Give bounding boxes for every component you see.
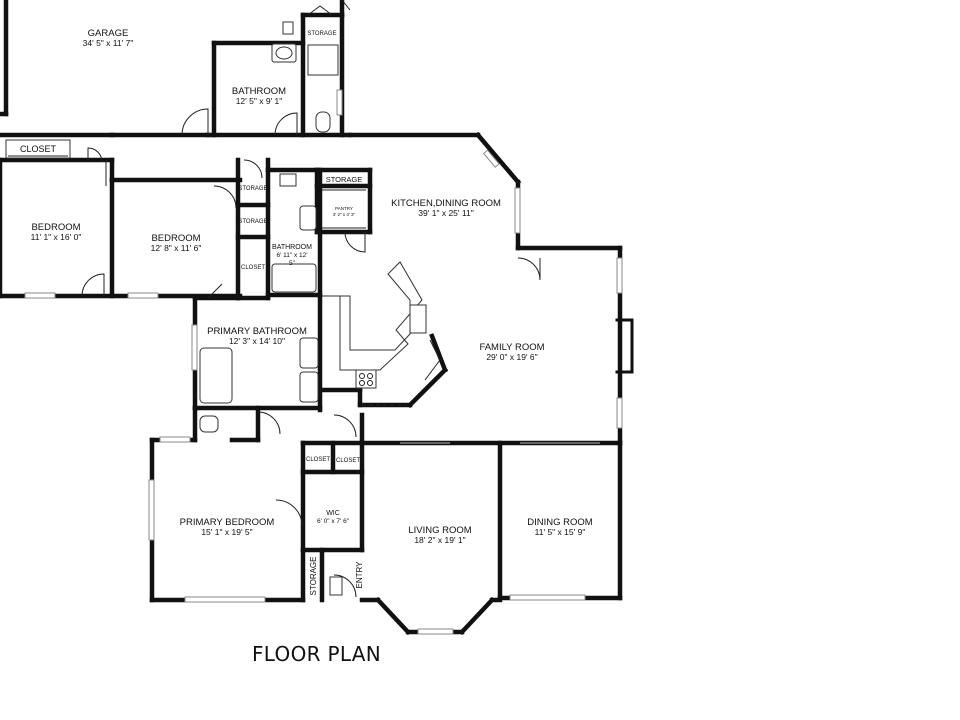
bathroom-upper-name: BATHROOM [232, 86, 286, 97]
living-room-dims: 18' 2" x 19' 1" [414, 535, 465, 545]
primary-bedroom-name: PRIMARY BEDROOM [180, 517, 275, 528]
bathroom-mid-dims-1: 6' 11" x 12' [276, 252, 307, 259]
wic-dims: 6' 0" x 7' 6" [317, 518, 350, 525]
primary-bathroom-dims: 12' 3" x 14' 10" [229, 336, 285, 346]
closet-b-label: CLOSET [336, 458, 360, 464]
fixtures [5, 21, 600, 596]
family-room-name: FAMILY ROOM [479, 342, 544, 353]
family-room-dims: 29' 0" x 19' 6" [486, 352, 537, 362]
closet-a-label: CLOSET [306, 457, 330, 463]
windows [24, 89, 623, 635]
primary-bedroom-dims: 15' 1" x 19' 5" [201, 527, 252, 537]
storage-a-label: STORAGE [238, 186, 267, 192]
kitchen-dining-name: KITCHEN,DINING ROOM [391, 198, 501, 209]
closet-left-label: CLOSET [20, 144, 57, 154]
bathroom-mid-dims-2: 5" [289, 260, 296, 267]
bathroom-mid-name: BATHROOM [272, 244, 312, 251]
dining-room-dims: 11' 5" x 15' 9" [535, 527, 586, 537]
pantry-name: PANTRY [335, 206, 353, 211]
dining-room-name: DINING ROOM [527, 517, 593, 528]
bedroom-mid-dims: 12' 8" x 11' 6" [151, 243, 202, 253]
bedroom-mid-name: BEDROOM [151, 233, 200, 244]
primary-bathroom-name: PRIMARY BATHROOM [207, 326, 307, 337]
storage-entry-label: STORAGE [309, 557, 318, 596]
bedroom-left-name: BEDROOM [31, 222, 80, 233]
garage-name: GARAGE [88, 28, 129, 39]
garage-dims: 34' 5" x 11' 7" [83, 38, 134, 48]
storage-top-label: STORAGE [307, 31, 336, 37]
pantry-dims: 3' 2" x 4' 3" [333, 212, 356, 217]
doors [81, 0, 541, 598]
exterior-walls [0, 0, 634, 636]
floor-plan-title: FLOOR PLAN [252, 642, 381, 666]
living-room-name: LIVING ROOM [408, 525, 471, 536]
closet-small-label: CLOSET [241, 265, 265, 271]
entry-label: ENTRY [355, 561, 364, 589]
kitchen-dining-dims: 39' 1" x 25' 11" [418, 208, 473, 218]
bedroom-left-dims: 11' 1" x 16' 0" [31, 232, 82, 242]
wic-name: WIC [326, 510, 340, 517]
room-labels: GARAGE 34' 5" x 11' 7" STORAGE BATHROOM … [20, 28, 593, 595]
storage-b-label: STORAGE [238, 219, 267, 225]
bathroom-upper-dims: 12' 5" x 9' 1" [236, 96, 283, 106]
storage-kitchen-label: STORAGE [326, 175, 363, 184]
